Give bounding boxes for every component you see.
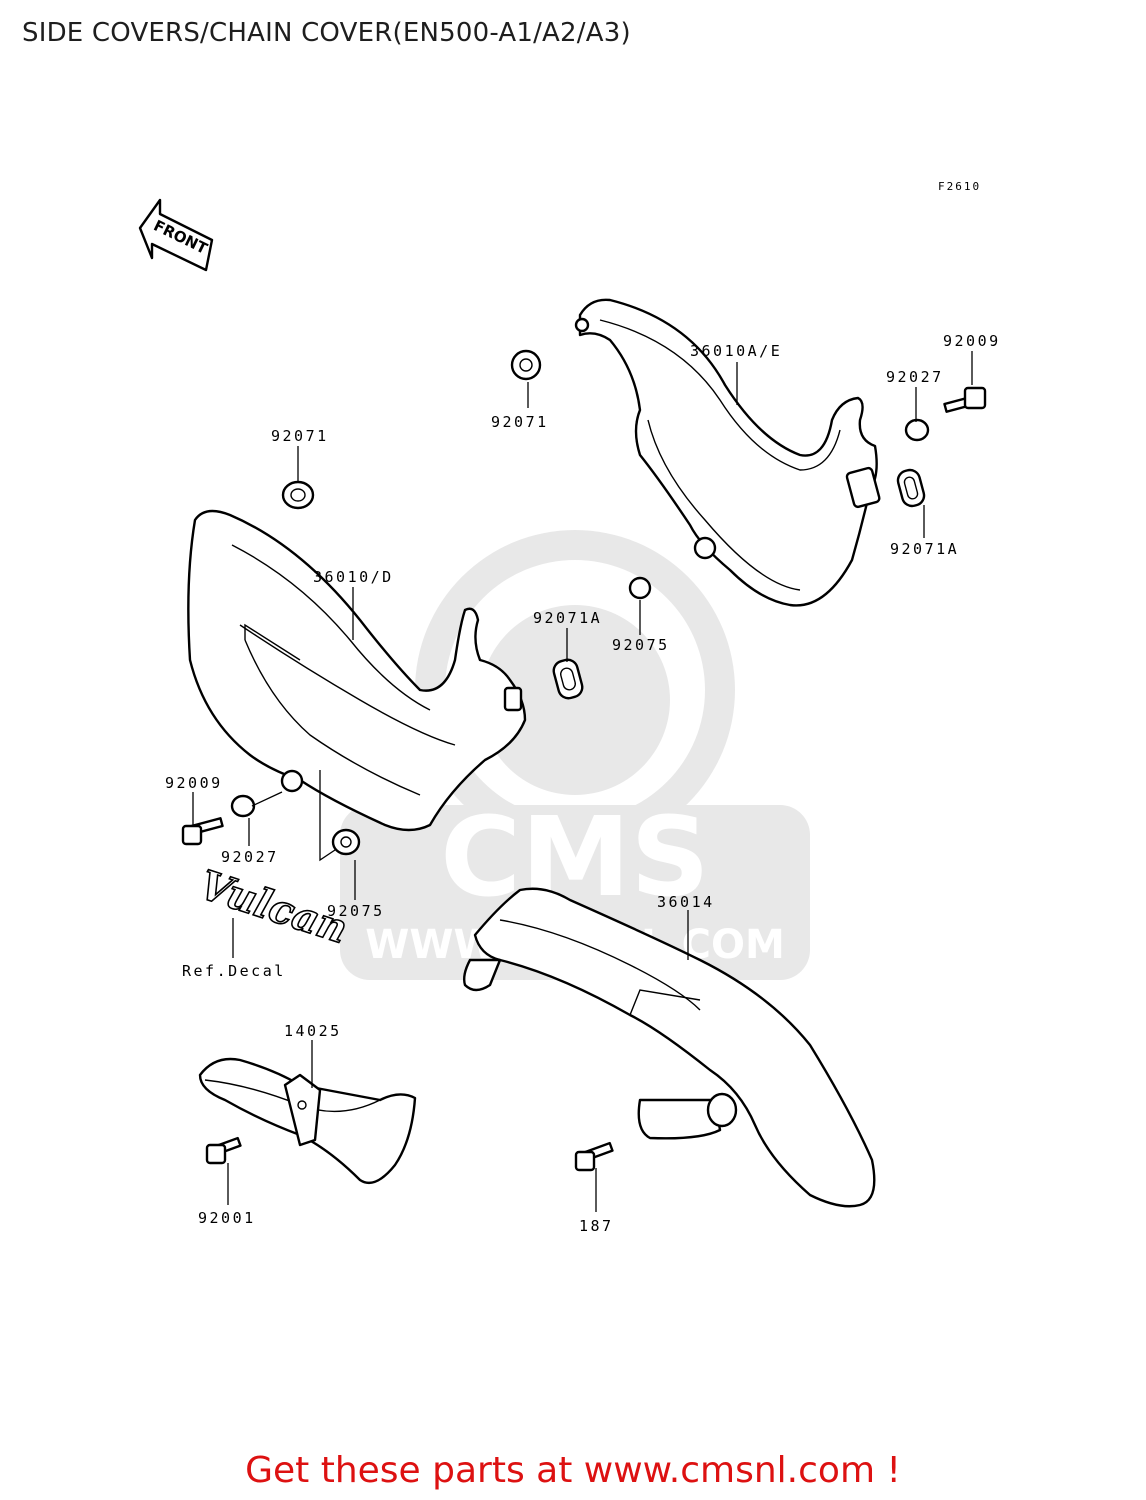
bolt-92001: [205, 1136, 242, 1165]
collar-92027-left: [230, 794, 256, 818]
label-92071-top: 92071: [491, 413, 549, 431]
cta-prefix: Get these parts at: [245, 1450, 584, 1491]
damper-92075-left: [331, 828, 361, 856]
label-92075-left: 92075: [327, 902, 385, 920]
chain-guard: [198, 1057, 417, 1185]
collar-92027-right: [904, 418, 930, 442]
label-187: 187: [579, 1217, 614, 1235]
grommet-92071-left: [281, 480, 315, 510]
bolt-92009-left: [181, 817, 224, 846]
call-to-action: Get these parts at www.cmsnl.com !: [0, 1450, 1146, 1491]
grommet-92071a-mid: [552, 658, 584, 700]
label-92001: 92001: [198, 1209, 256, 1227]
chain-cover: [462, 887, 876, 1208]
label-92027-right: 92027: [886, 368, 944, 386]
label-92071a-mid: 92071A: [533, 609, 602, 627]
front-arrow: FRONT: [138, 198, 214, 272]
label-92027-left: 92027: [221, 848, 279, 866]
grommet-92071a-right: [896, 468, 926, 508]
label-36014: 36014: [657, 893, 715, 911]
left-side-cover: [187, 509, 527, 832]
label-36010ae: 36010A/E: [690, 342, 782, 360]
watermark-logo: CMS: [440, 793, 709, 921]
grommet-92071-top: [510, 349, 542, 381]
figure-code: F2610: [938, 180, 981, 193]
cta-link[interactable]: www.cmsnl.com: [583, 1450, 876, 1491]
label-92009-right: 92009: [943, 332, 1001, 350]
label-ref-decal: Ref.Decal: [182, 962, 286, 980]
leader-lines: [192, 351, 973, 1212]
label-92071a-right: 92071A: [890, 540, 959, 558]
label-36010d: 36010/D: [313, 568, 394, 586]
page-title: SIDE COVERS/CHAIN COVER(EN500-A1/A2/A3): [22, 18, 631, 48]
label-92009-left: 92009: [165, 774, 223, 792]
damper-92075-mid: [628, 576, 652, 600]
right-side-cover: [574, 298, 881, 607]
bolt-92009-right: [943, 386, 987, 413]
bolt-187: [574, 1141, 614, 1172]
label-92075-mid: 92075: [612, 636, 670, 654]
cta-suffix: !: [875, 1450, 901, 1491]
label-92071-left: 92071: [271, 427, 329, 445]
label-14025: 14025: [284, 1022, 342, 1040]
